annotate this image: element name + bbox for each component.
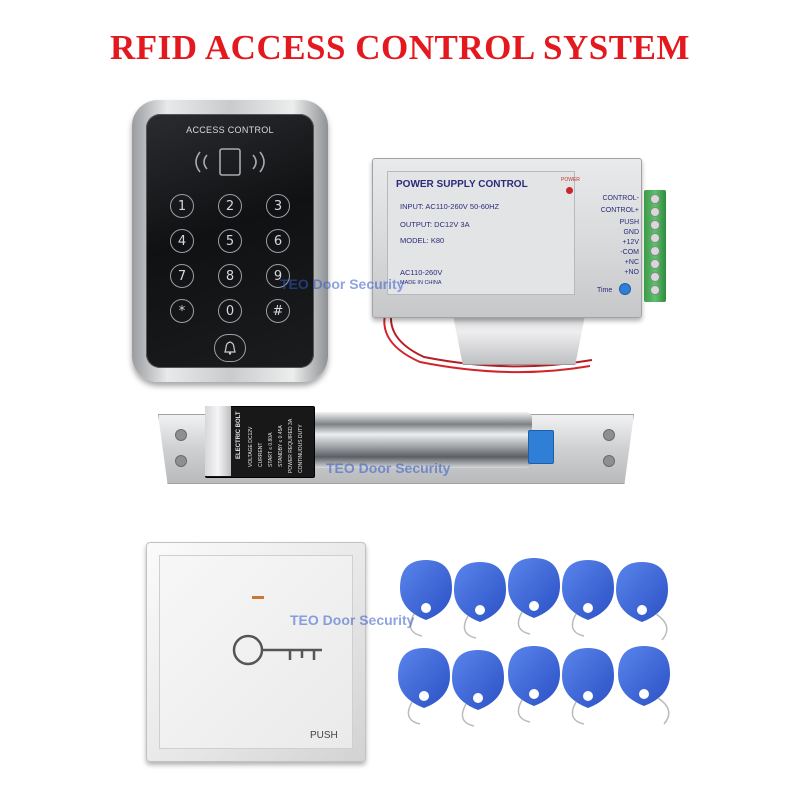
terminal-screw	[650, 285, 660, 295]
rfid-fob	[616, 562, 668, 641]
power-supply-box: POWER SUPPLY CONTROL INPUT: AC110-260V 5…	[372, 158, 642, 318]
exit-button-frame: PUSH	[146, 542, 366, 762]
terminal-screw	[650, 246, 660, 256]
rfid-fob	[562, 648, 614, 725]
rfid-fob	[562, 560, 614, 637]
doorbell-button[interactable]	[214, 334, 246, 362]
time-adjust-knob[interactable]	[619, 283, 631, 295]
rfid-fob	[618, 646, 670, 725]
page-title: RFID ACCESS CONTROL SYSTEM	[110, 28, 690, 67]
key-6[interactable]: 6	[266, 229, 290, 253]
key-3[interactable]: 3	[266, 194, 290, 218]
bolt-end-cap	[205, 406, 231, 476]
power-supply-model: MODEL: K80	[400, 236, 445, 245]
power-supply-bracket	[452, 310, 586, 365]
bolt-spec: VOLTAGE DC12V	[248, 426, 254, 467]
terminal-screw	[650, 194, 660, 204]
power-supply-made-in: MADE IN CHINA	[400, 280, 442, 286]
terminal-screw	[650, 220, 660, 230]
screw-hole	[175, 455, 187, 467]
terminal-screw	[650, 233, 660, 243]
time-label: Time	[597, 287, 613, 294]
terminal-label-12v: +12V	[622, 239, 639, 246]
rfid-fob	[398, 648, 450, 725]
key-star[interactable]: *	[170, 299, 194, 323]
terminal-block	[644, 190, 666, 302]
power-supply-ac-note: AC110-260V	[400, 268, 443, 277]
screw-hole	[175, 429, 187, 441]
bolt-connector	[528, 430, 554, 464]
terminal-label-com: -COM	[620, 249, 639, 256]
bolt-spec: CURRENT	[258, 442, 264, 467]
power-led	[566, 187, 573, 194]
key-icon	[232, 634, 322, 666]
exit-push-button[interactable]: PUSH	[159, 555, 353, 749]
bell-icon	[224, 341, 236, 355]
keypad-label: ACCESS CONTROL	[186, 125, 274, 135]
power-supply-label: POWER SUPPLY CONTROL INPUT: AC110-260V 5…	[387, 171, 575, 295]
key-hash[interactable]: #	[266, 299, 290, 323]
access-control-keypad: ACCESS CONTROL 1 2 3 4 5 6 7 8 9 * 0 #	[132, 100, 328, 382]
rfid-fob	[400, 560, 452, 637]
indicator-mark	[252, 596, 264, 599]
power-supply-wires	[383, 297, 593, 374]
terminal-label-no: +NO	[624, 269, 639, 276]
power-supply-output: OUTPUT: DC12V 3A	[400, 220, 470, 229]
watermark: TEO Door Security	[290, 612, 415, 628]
bolt-spec: POWER REQUIRED 3A	[288, 418, 294, 473]
rfid-card-icon	[195, 148, 265, 176]
bolt-label: ELECTRIC BOLT	[236, 411, 242, 459]
key-1[interactable]: 1	[170, 194, 194, 218]
bolt-spec: CONTINUOUS DUTY	[298, 424, 304, 473]
screw-hole	[603, 429, 615, 441]
key-4[interactable]: 4	[170, 229, 194, 253]
key-0[interactable]: 0	[218, 299, 242, 323]
terminal-screw	[650, 272, 660, 282]
key-2[interactable]: 2	[218, 194, 242, 218]
key-7[interactable]: 7	[170, 264, 194, 288]
bolt-cylinder	[312, 412, 532, 468]
power-supply-input: INPUT: AC110-260V 50-60HZ	[400, 202, 500, 211]
watermark: TEO Door Security	[326, 460, 451, 476]
screw-hole	[603, 455, 615, 467]
bolt-spec: START ≤ 0.80A	[268, 432, 274, 467]
terminal-label-push: PUSH	[619, 219, 639, 226]
rfid-fob	[508, 558, 560, 635]
terminal-label-control-minus: CONTROL-	[602, 195, 639, 202]
key-5[interactable]: 5	[218, 229, 242, 253]
power-supply-title: POWER SUPPLY CONTROL	[396, 179, 528, 190]
rfid-fob	[508, 646, 560, 723]
terminal-label-gnd: GND	[623, 229, 639, 236]
terminal-screw	[650, 259, 660, 269]
terminal-label-nc: +NC	[624, 259, 639, 266]
bolt-spec: STANDBY ≤ 0.45A	[278, 425, 284, 467]
terminal-screw	[650, 207, 660, 217]
watermark: TEO Door Security	[280, 276, 405, 292]
power-led-label: POWER	[561, 177, 580, 183]
key-9[interactable]: 9	[266, 264, 290, 288]
key-8[interactable]: 8	[218, 264, 242, 288]
rfid-fob	[454, 562, 506, 639]
push-label: PUSH	[310, 730, 338, 741]
rfid-fobs	[398, 558, 670, 727]
terminal-label-control-plus: CONTROL+	[600, 207, 639, 214]
keypad-face: ACCESS CONTROL 1 2 3 4 5 6 7 8 9 * 0 #	[146, 114, 314, 368]
rfid-fob	[452, 650, 504, 727]
